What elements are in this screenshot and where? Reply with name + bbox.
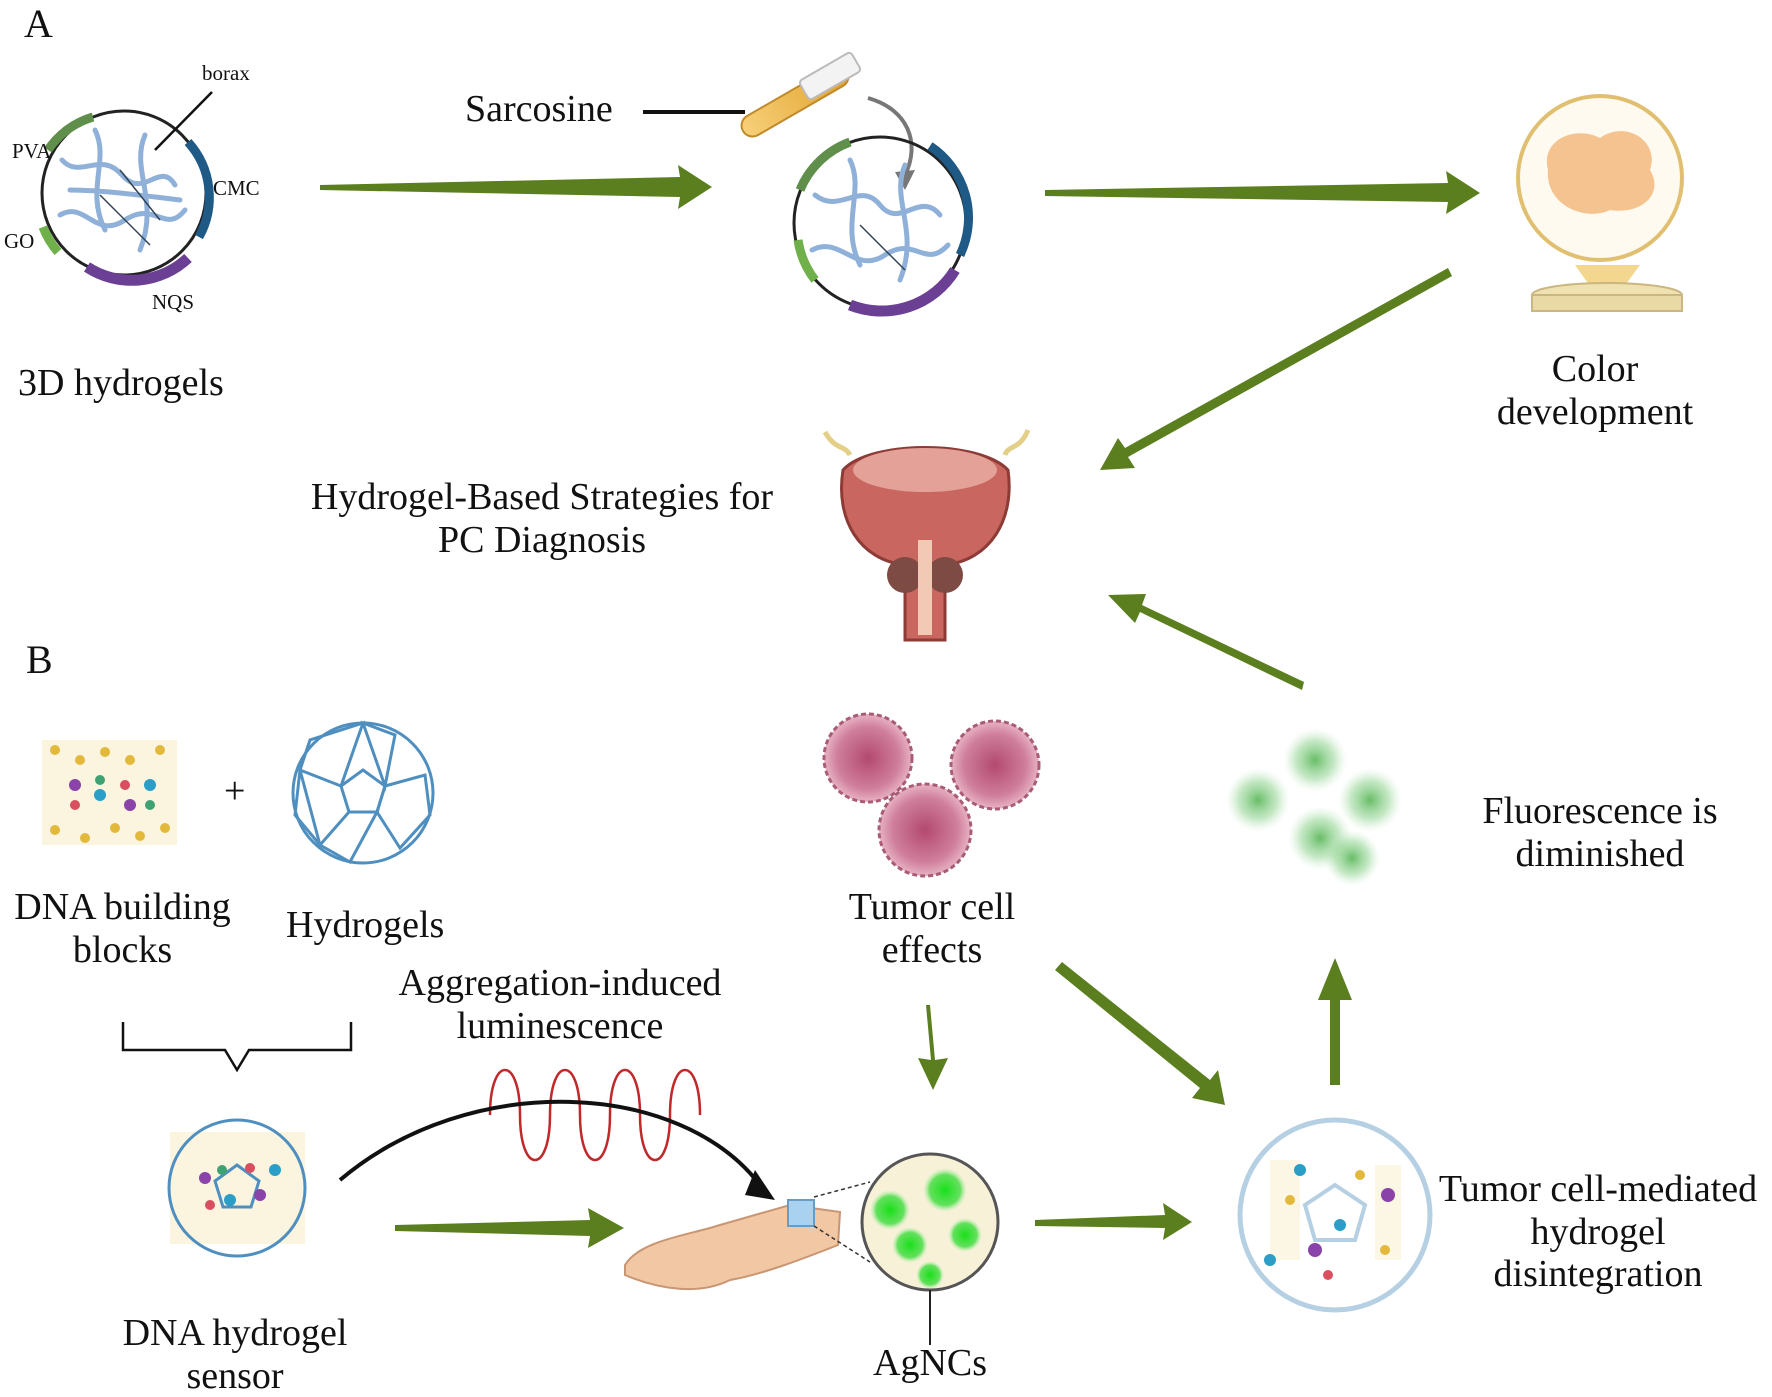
panel-b-label: B — [26, 637, 53, 682]
panel-a-label: A — [24, 1, 53, 46]
borax-label: borax — [202, 61, 250, 85]
arrow-to-prostate-2 — [1108, 594, 1304, 690]
hydrogel-circle-2 — [792, 135, 974, 317]
nqs-label: NQS — [152, 290, 195, 314]
arrow-a-2 — [1045, 171, 1480, 214]
go-segment — [38, 225, 62, 255]
nqs-segment — [83, 253, 192, 286]
hydrogels-3d-caption: 3D hydrogels — [18, 362, 224, 404]
pva-label: PVA — [12, 139, 52, 163]
tumor-cells-icon — [822, 712, 1041, 878]
curved-arrowhead — [745, 1170, 775, 1200]
pva-segment — [44, 112, 95, 153]
sarcosine-label: Sarcosine — [465, 88, 613, 130]
plus-sign: + — [224, 770, 246, 812]
arrow-a-1 — [320, 165, 712, 209]
cmc-segment — [184, 138, 214, 240]
cmc-label: CMC — [213, 176, 260, 200]
pour-arrow — [867, 96, 914, 176]
arrow-b-sensor-hand — [395, 1208, 624, 1248]
polymer-strands-1 — [57, 127, 188, 253]
curved-arrow — [338, 1099, 762, 1187]
combine-bracket — [121, 1022, 353, 1073]
agncs-label: AgNCs — [873, 1342, 988, 1384]
dna-building-blocks-icon — [42, 740, 177, 845]
hydrogel-buckyball-icon — [291, 720, 435, 865]
fluorescence-blobs — [1226, 728, 1402, 886]
pour-arrowhead — [895, 170, 915, 190]
arrow-tumor-disintegration — [1055, 962, 1225, 1105]
arrow-agncs-disintegration — [1035, 1203, 1192, 1240]
hydrogels-label: Hydrogels — [286, 904, 445, 946]
dna-hydrogel-sensor-icon — [167, 1118, 307, 1258]
disintegrated-hydrogel-icon — [1237, 1117, 1433, 1313]
crosslinks-1 — [99, 169, 161, 246]
prostate-bladder-icon — [822, 428, 1031, 642]
borax-leader-line — [154, 91, 213, 151]
go-label: GO — [4, 229, 35, 253]
color-development-icon — [1516, 94, 1684, 312]
luminescence-spiral — [488, 1069, 702, 1161]
hand-icon — [624, 1181, 871, 1290]
arrow-to-prostate-1 — [1100, 268, 1452, 470]
arrow-up-fluorescence — [1318, 958, 1352, 1085]
hydrogel-circle-1 — [38, 109, 214, 286]
arrow-tumor-agncs — [918, 1005, 948, 1090]
test-tube — [740, 51, 862, 138]
agncs-sphere — [860, 1152, 1000, 1345]
